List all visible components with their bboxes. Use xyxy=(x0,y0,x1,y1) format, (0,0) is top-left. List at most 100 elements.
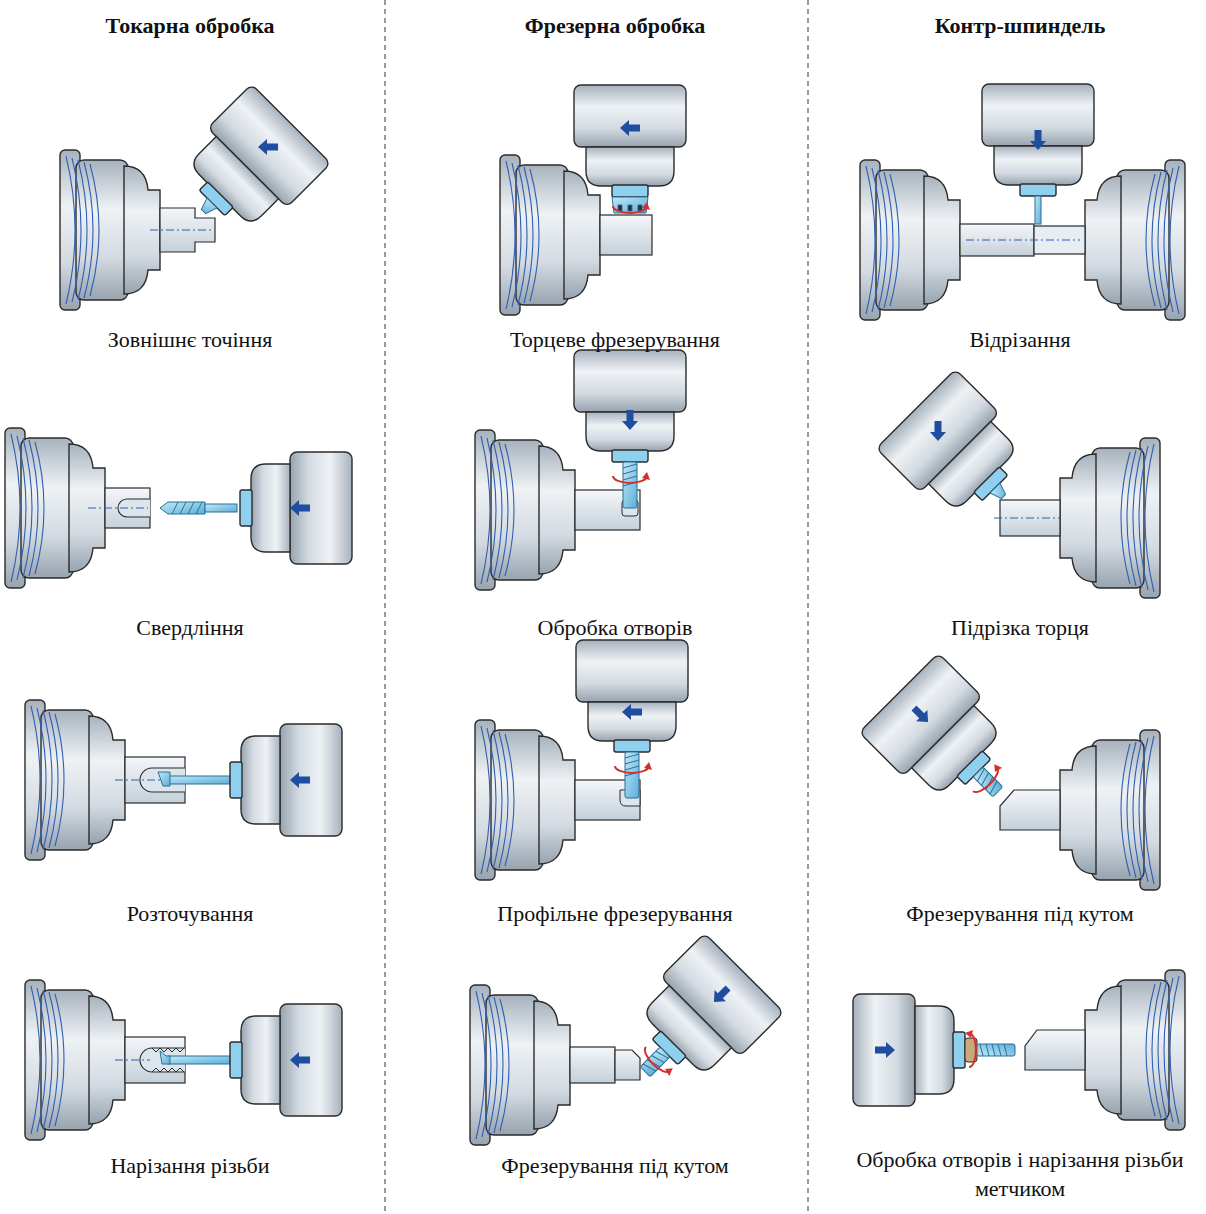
tool-spindle xyxy=(230,724,342,836)
main-spindle-chuck xyxy=(500,155,600,315)
tool-spindle xyxy=(859,653,1017,811)
parting-blade xyxy=(1035,196,1041,224)
feed-arrow xyxy=(258,139,278,155)
column-heading: Контр-шпиндель xyxy=(935,12,1106,41)
main-spindle-chuck xyxy=(860,160,960,320)
axis-line xyxy=(88,508,148,509)
main-spindle-chuck xyxy=(25,700,125,860)
main-spindle-chuck xyxy=(475,720,575,880)
operation-caption: Фрезерування під кутом xyxy=(906,900,1133,929)
workpiece xyxy=(600,215,652,255)
rotation-arrow xyxy=(615,762,652,773)
operation-caption: Обробка отворів і нарізання різьби метчи… xyxy=(850,1146,1190,1203)
drill-tool xyxy=(172,502,202,514)
sub-spindle-chuck xyxy=(1085,970,1185,1130)
tool-spindle xyxy=(625,933,783,1091)
hole-milling-figure xyxy=(475,350,686,590)
end-mill xyxy=(625,752,639,798)
feed-arrow xyxy=(908,702,933,727)
tool-spindle xyxy=(641,1044,675,1078)
feed-arrow xyxy=(620,120,640,136)
tool-spindle xyxy=(876,369,1043,536)
operation-caption: Зовнішнє точіння xyxy=(108,326,273,355)
sub-spindle-chuck xyxy=(1060,730,1160,890)
end-mill xyxy=(623,462,637,508)
external-turning-figure xyxy=(60,84,331,310)
tool-spindle xyxy=(230,1004,342,1116)
column-heading: Токарна обробка xyxy=(105,12,274,41)
operation-caption: Відрізання xyxy=(969,326,1070,355)
threading-bar xyxy=(168,1056,230,1064)
axis-line xyxy=(994,518,1060,519)
tool-spindle xyxy=(172,84,330,242)
feed-arrow xyxy=(290,500,310,516)
tapping-figure xyxy=(853,970,1185,1130)
profile-milling-figure xyxy=(475,640,688,880)
operation-caption: Підрізка торця xyxy=(951,614,1089,643)
drill-tool xyxy=(160,502,237,514)
tool-spindle xyxy=(606,933,784,1111)
tool-spindle xyxy=(853,994,1015,1106)
tool-spindle xyxy=(977,1044,1015,1056)
tool-spindle xyxy=(576,640,688,752)
threading-bar xyxy=(160,1051,230,1064)
workpiece-cube xyxy=(615,1050,640,1080)
axis-line xyxy=(966,240,1080,241)
operation-caption: Профільне фрезерування xyxy=(497,900,732,929)
tool-spindle xyxy=(164,84,331,251)
tool-spindle xyxy=(574,85,686,197)
threading-figure xyxy=(25,980,342,1140)
feed-arrow xyxy=(622,704,642,720)
threading-bar xyxy=(160,1051,170,1064)
boring-bar xyxy=(158,772,170,786)
operation-caption: Торцеве фрезерування xyxy=(510,326,720,355)
main-spindle-chuck xyxy=(475,430,575,590)
tool-spindle xyxy=(965,1030,976,1067)
tool-spindle xyxy=(982,84,1094,196)
end-mill xyxy=(623,462,637,508)
drilling-figure xyxy=(5,428,352,588)
tool-spindle xyxy=(240,452,352,564)
operation-caption: Свердління xyxy=(136,614,243,643)
parting-off-figure xyxy=(860,84,1185,320)
tool-spindle xyxy=(876,369,1034,527)
tool-spindle xyxy=(970,762,1004,796)
feed-arrow xyxy=(1030,130,1046,150)
main-spindle-chuck xyxy=(60,150,160,310)
tool-spindle xyxy=(643,1048,668,1073)
sub-spindle-chuck xyxy=(1060,438,1160,598)
face-milling-figure xyxy=(500,85,686,315)
column-heading: Фрезерна обробка xyxy=(525,12,706,41)
axis-line xyxy=(115,780,160,781)
main-spindle-chuck xyxy=(470,985,570,1145)
tool-spindle xyxy=(974,768,999,793)
drill-tool xyxy=(205,504,237,512)
boring-bar xyxy=(158,772,230,786)
workpiece xyxy=(570,1047,615,1083)
boring-bar xyxy=(168,776,230,784)
end-mill xyxy=(625,752,639,798)
angled-milling-figure xyxy=(859,653,1160,890)
feed-arrow xyxy=(622,410,638,430)
column-divider xyxy=(807,0,809,1214)
tool-spindle xyxy=(199,198,217,216)
tool-spindle xyxy=(853,994,965,1106)
operation-caption: Нарізання різьби xyxy=(110,1152,269,1181)
tool-spindle xyxy=(574,350,686,462)
feed-arrow xyxy=(930,421,946,441)
axis-line xyxy=(150,230,212,231)
rotation-arrow xyxy=(613,202,650,213)
workpiece xyxy=(1025,1030,1085,1070)
main-spindle-chuck xyxy=(25,980,125,1140)
drill-tool xyxy=(160,502,205,514)
facing-figure xyxy=(876,369,1160,598)
feed-arrow xyxy=(290,1052,310,1068)
tool-spindle xyxy=(859,653,1037,831)
tool-spindle xyxy=(980,1044,1007,1056)
operation-caption: Розточування xyxy=(127,900,254,929)
column-divider xyxy=(385,0,808,1214)
workpiece xyxy=(1000,790,1060,830)
boring-figure xyxy=(25,700,342,860)
